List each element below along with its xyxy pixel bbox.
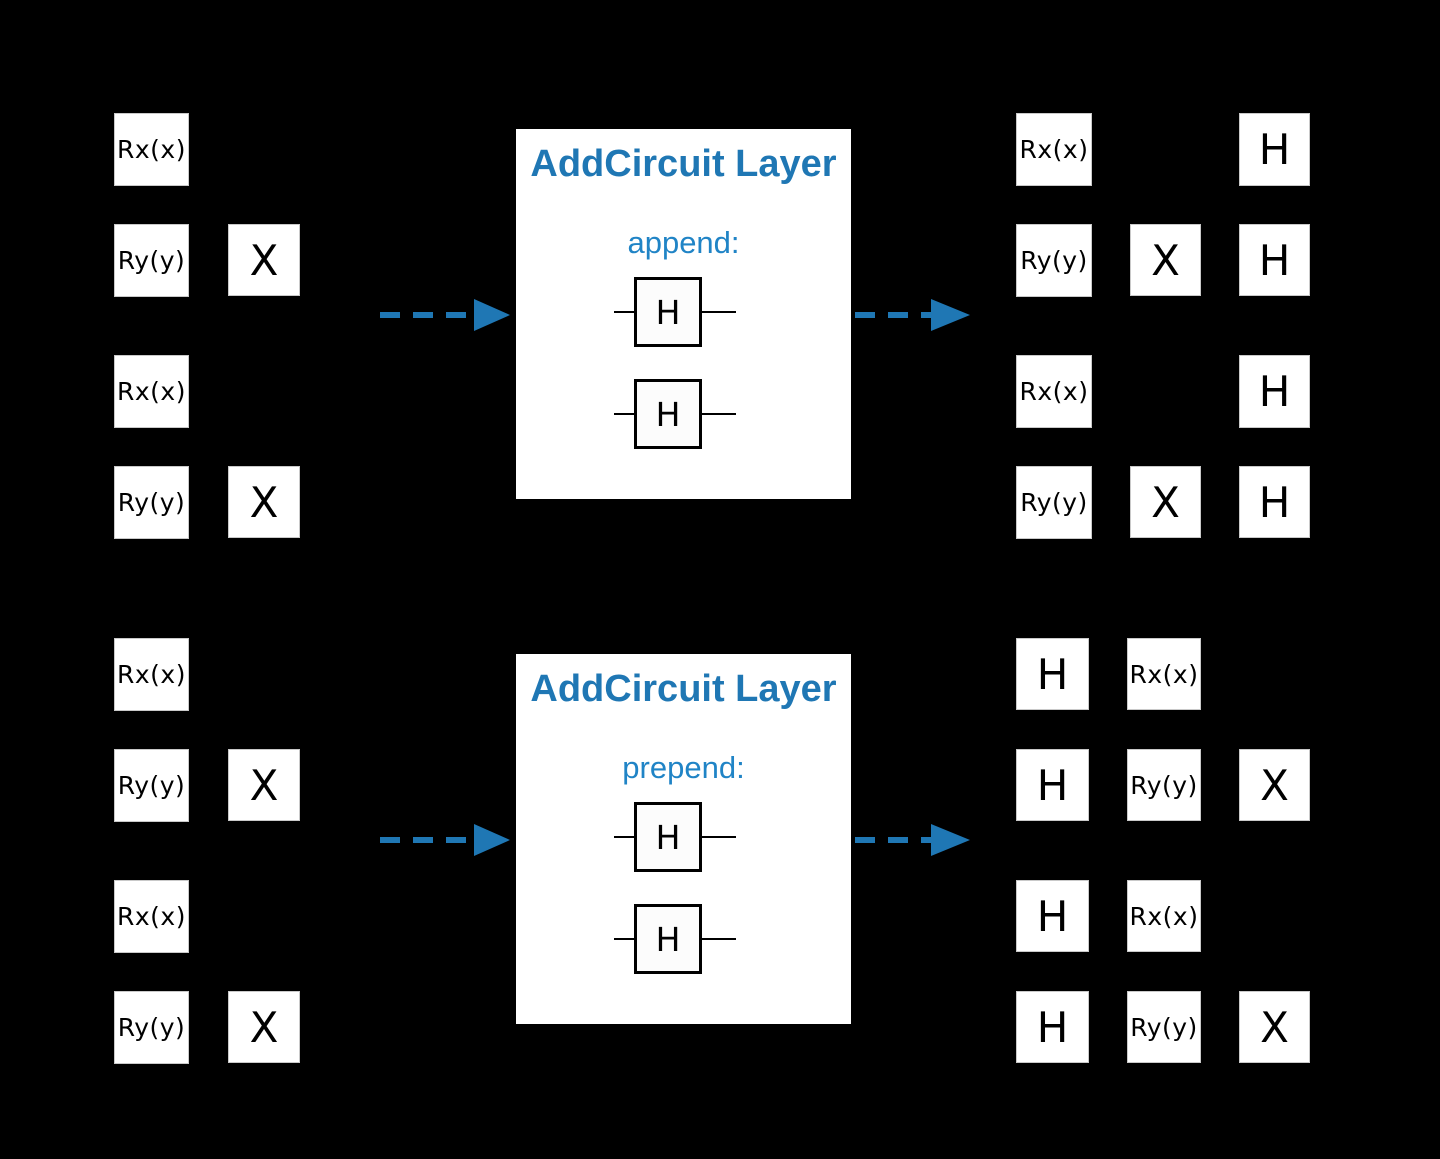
- gate-h: H: [1239, 224, 1310, 296]
- gate-ry: Ry(y): [1016, 466, 1092, 539]
- gate-rx: Rx(x): [1127, 880, 1201, 952]
- dashed-arrow-icon: [380, 824, 510, 856]
- gate-x: X: [228, 224, 300, 296]
- gate-rx: Rx(x): [114, 880, 189, 953]
- gate-x: X: [228, 749, 300, 821]
- gate-h: H: [1239, 113, 1310, 186]
- gate-x: X: [228, 991, 300, 1063]
- gate-x: X: [1130, 466, 1201, 538]
- gate-h: H: [1016, 638, 1089, 710]
- gate-rx: Rx(x): [1016, 113, 1092, 186]
- gate-x: X: [1239, 749, 1310, 821]
- dashed-arrow-icon: [855, 824, 970, 856]
- gate-h: H: [1239, 355, 1310, 428]
- layer-mode-label: prepend:: [622, 750, 745, 785]
- gate-rx: Rx(x): [114, 113, 189, 186]
- gate-rx: Rx(x): [114, 638, 189, 711]
- addcircuit-layer-prepend: AddCircuit Layer prepend: H H: [516, 654, 851, 1024]
- gate-h: H: [1239, 466, 1310, 538]
- layer-title: AddCircuit Layer: [530, 143, 837, 185]
- gate-x: X: [228, 466, 300, 538]
- gate-x: X: [1239, 991, 1310, 1063]
- gate-ry: Ry(y): [114, 991, 189, 1064]
- gate-ry: Ry(y): [1127, 991, 1201, 1063]
- gate-h: H: [1016, 880, 1089, 952]
- gate-h: H: [634, 277, 702, 347]
- gate-h: H: [1016, 749, 1089, 821]
- layer-mode-label: append:: [627, 225, 740, 260]
- gate-ry: Ry(y): [114, 749, 189, 822]
- gate-h: H: [1016, 991, 1089, 1063]
- gate-x: X: [1130, 224, 1201, 296]
- gate-h: H: [634, 379, 702, 449]
- gate-ry: Ry(y): [114, 224, 189, 297]
- dashed-arrow-icon: [855, 299, 970, 331]
- gate-rx: Rx(x): [1016, 355, 1092, 428]
- addcircuit-layer-append: AddCircuit Layer append: H H: [516, 129, 851, 499]
- layer-title: AddCircuit Layer: [530, 668, 837, 710]
- dashed-arrow-icon: [380, 299, 510, 331]
- gate-ry: Ry(y): [1016, 224, 1092, 297]
- gate-rx: Rx(x): [114, 355, 189, 428]
- gate-h: H: [634, 904, 702, 974]
- gate-ry: Ry(y): [114, 466, 189, 539]
- gate-ry: Ry(y): [1127, 749, 1201, 821]
- gate-rx: Rx(x): [1127, 638, 1201, 710]
- gate-h: H: [634, 802, 702, 872]
